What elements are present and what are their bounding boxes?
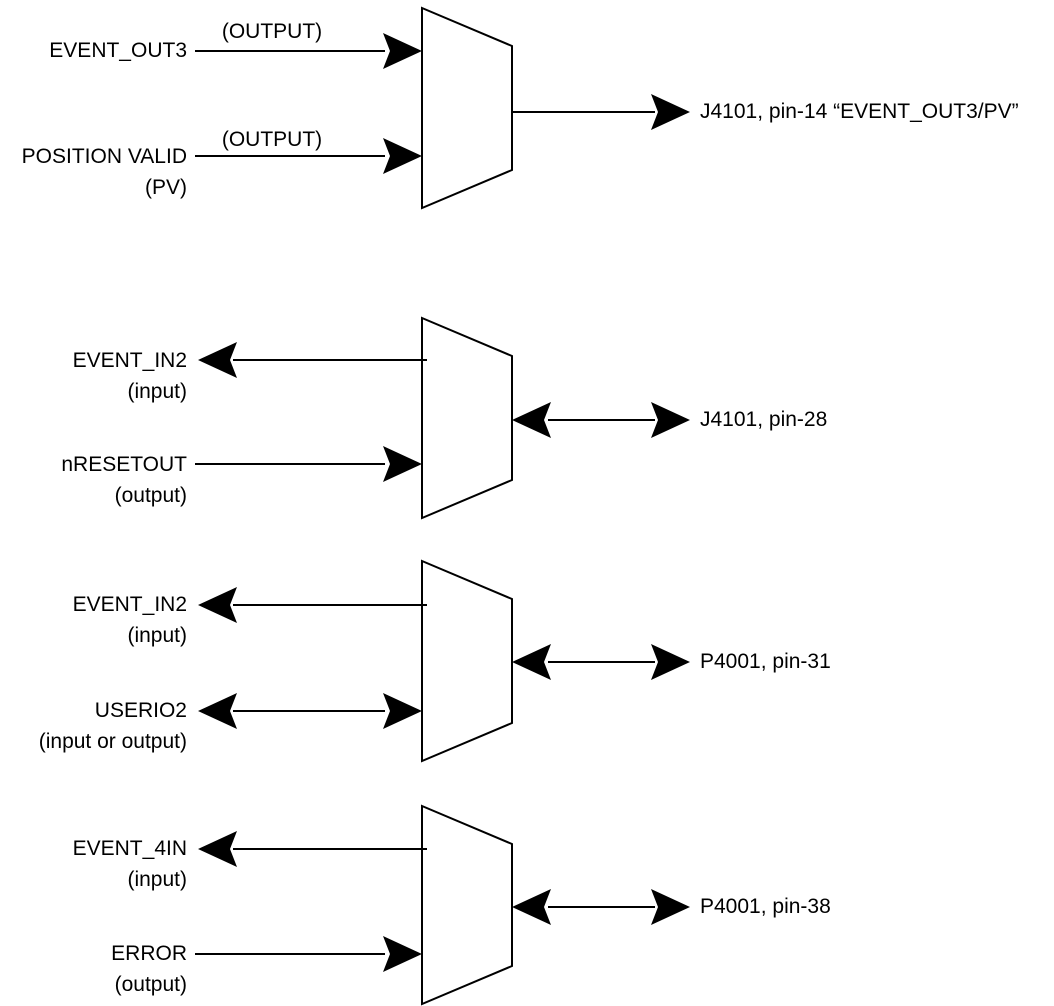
block3-input1-arrow xyxy=(198,587,237,623)
block1-input1-signal: EVENT_OUT3 xyxy=(49,39,187,62)
block4-input1-signal: EVENT_4IN xyxy=(73,837,187,860)
block2-input2-arrow xyxy=(383,446,422,482)
block3-input1-signal: EVENT_IN2 xyxy=(73,593,187,616)
block4-input2-arrow xyxy=(383,936,422,972)
block2-output-label: J4101, pin-28 xyxy=(700,408,827,431)
block2-output-arrow-left xyxy=(512,402,551,438)
block1-input2-sub: (PV) xyxy=(145,176,187,199)
block2-input1-arrow xyxy=(198,342,237,378)
mux-block-4: EVENT_4IN (input) ERROR (output) P4001, … xyxy=(73,804,831,1006)
block1-input2-arrow xyxy=(383,138,422,174)
block2-input2-sub: (output) xyxy=(115,484,187,507)
block1-output-label: J4101, pin-14 “EVENT_OUT3/PV” xyxy=(700,100,1019,123)
block1-input2-note: (OUTPUT) xyxy=(222,128,322,151)
block3-input1-sub: (input) xyxy=(127,624,187,647)
block3-output-arrow-right xyxy=(651,644,690,680)
mux-block-3: EVENT_IN2 (input) USERIO2 (input or outp… xyxy=(39,559,831,763)
block1-input2-signal: POSITION VALID xyxy=(22,145,187,168)
block4-input2-signal: ERROR xyxy=(111,942,187,965)
mux-block-2: EVENT_IN2 (input) nRESETOUT (output) J41… xyxy=(61,316,827,520)
block4-input1-arrow xyxy=(198,831,237,867)
block4-output-arrow-left xyxy=(512,889,551,925)
mux-4-shape xyxy=(421,804,513,1006)
mux-2-shape xyxy=(421,316,513,520)
block3-output-arrow-left xyxy=(512,644,551,680)
block2-output-arrow-right xyxy=(651,402,690,438)
block1-output-arrow xyxy=(651,94,690,130)
block2-input1-sub: (input) xyxy=(127,380,187,403)
block3-output-label: P4001, pin-31 xyxy=(700,650,831,673)
mux-1-shape xyxy=(421,6,513,210)
block3-input2-sub: (input or output) xyxy=(39,730,187,753)
block2-input2-signal: nRESETOUT xyxy=(61,453,187,476)
mux-block-1: EVENT_OUT3 (OUTPUT) POSITION VALID (PV) … xyxy=(22,6,1019,210)
block1-input1-arrow xyxy=(383,33,422,69)
block4-output-label: P4001, pin-38 xyxy=(700,895,831,918)
block3-input2-signal: USERIO2 xyxy=(95,699,187,722)
block3-input2-arrow-right xyxy=(383,693,422,729)
block4-output-arrow-right xyxy=(651,889,690,925)
block4-input2-sub: (output) xyxy=(115,973,187,996)
mux-3-shape xyxy=(421,559,513,763)
block4-input1-sub: (input) xyxy=(127,868,187,891)
block3-input2-arrow-left xyxy=(198,693,237,729)
block1-input1-note: (OUTPUT) xyxy=(222,20,322,43)
block2-input1-signal: EVENT_IN2 xyxy=(73,349,187,372)
